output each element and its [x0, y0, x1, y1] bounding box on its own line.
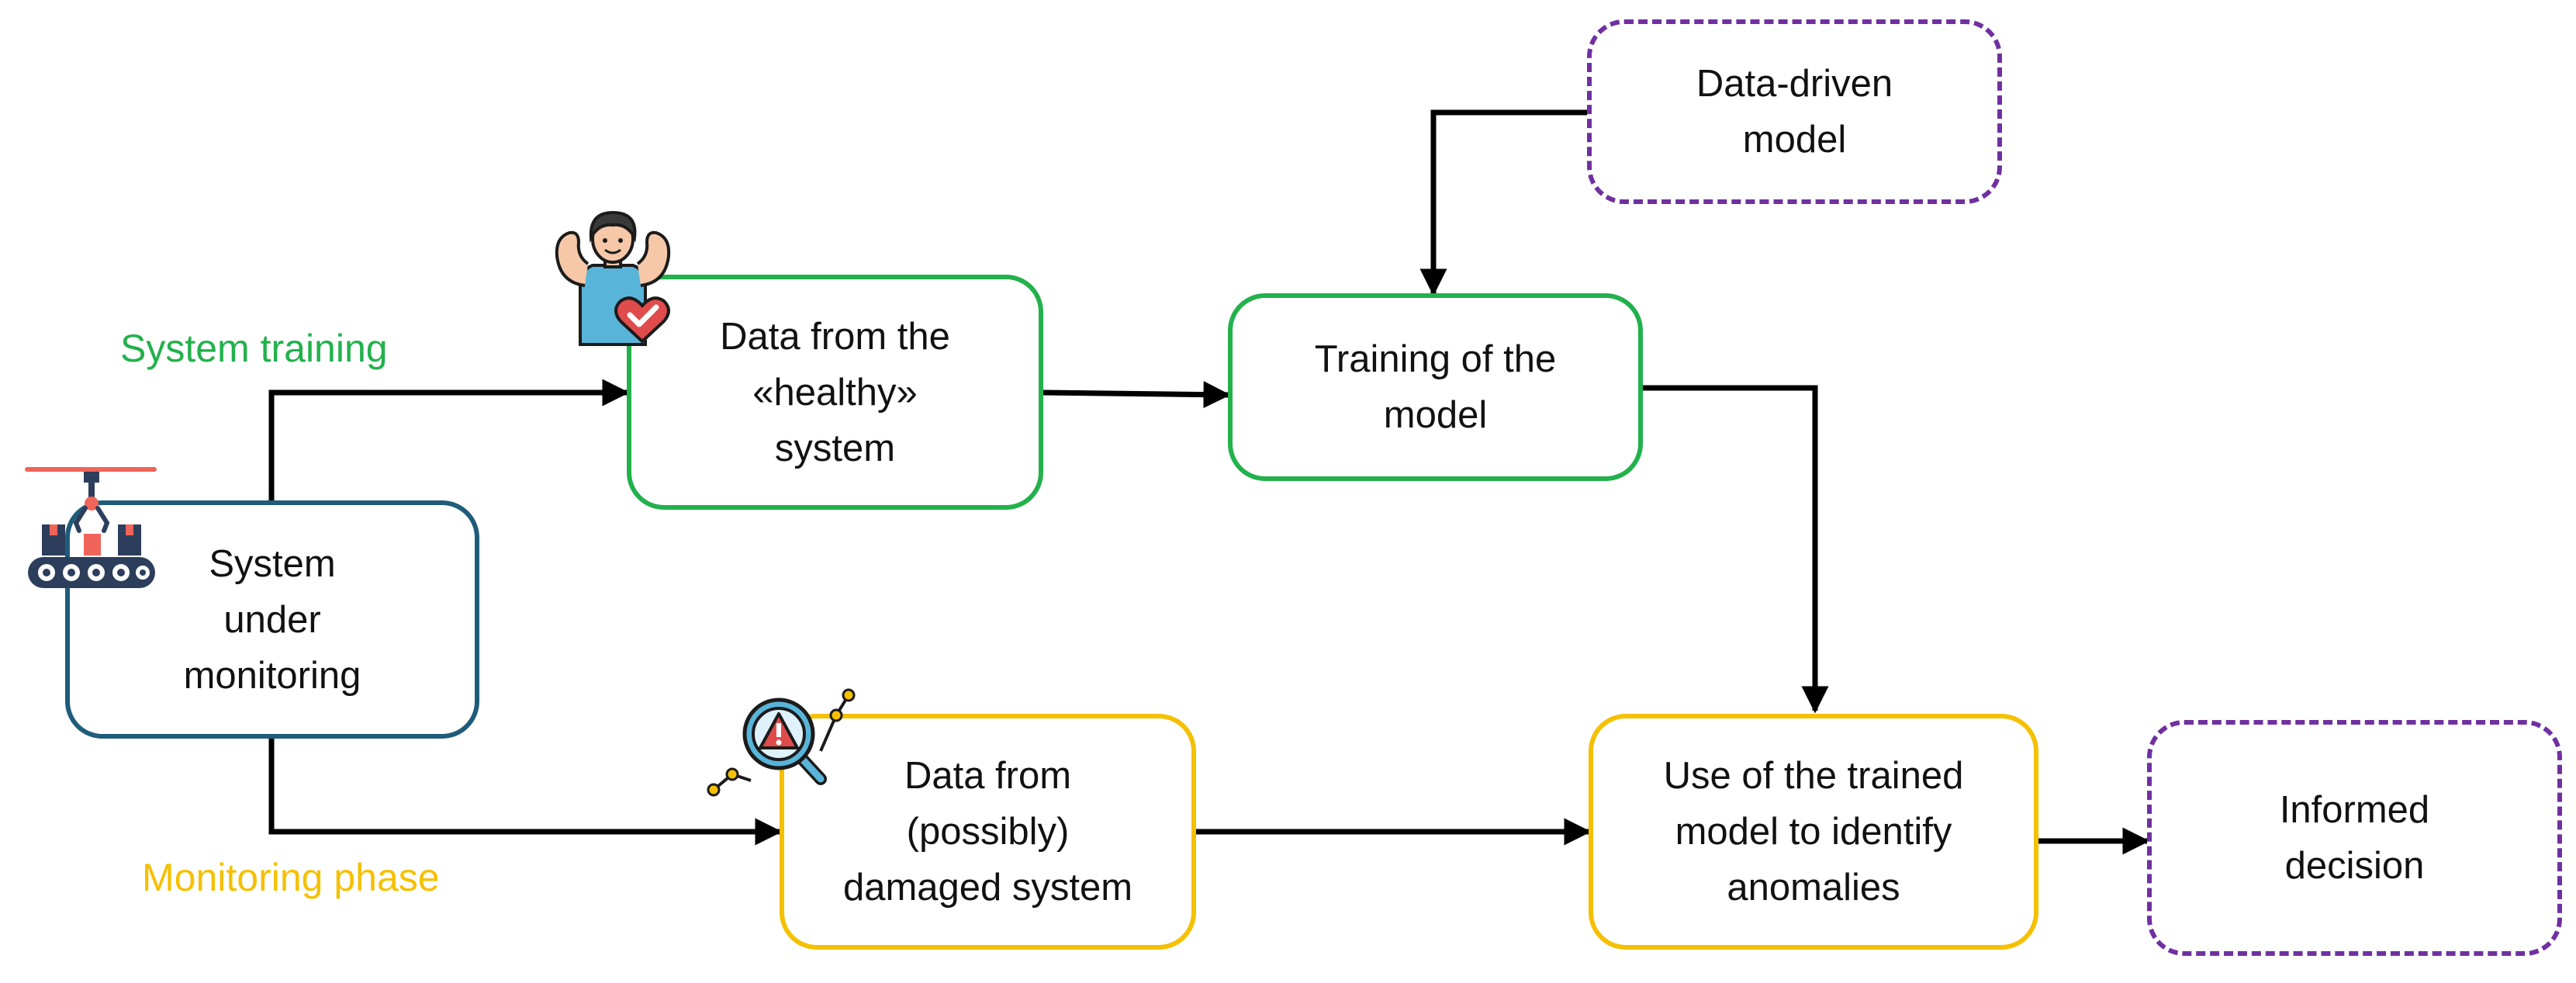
healthy-data-box: Data from the «healthy» system: [627, 275, 1043, 510]
data-driven-model-box: Data-driven model: [1587, 19, 2002, 204]
informed-decision-box: Informed decision: [2147, 720, 2562, 956]
system-under-monitoring-label: System under monitoring: [183, 542, 361, 697]
conveyor-robot-arm-icon: [25, 467, 157, 588]
system-under-monitoring-box: System under monitoring: [65, 500, 479, 739]
trained-model-use-box: Use of the trained model to identify ano…: [1589, 714, 2038, 950]
data-driven-model-label: Data-driven model: [1696, 63, 1893, 161]
healthy-person-heart-icon: [555, 210, 671, 346]
arrow-model-to-training: [1419, 109, 1587, 296]
trained-model-use-label: Use of the trained model to identify ano…: [1663, 755, 1964, 909]
arrow-system-to-damaged-data: [268, 739, 783, 846]
informed-decision-label: Informed decision: [2279, 789, 2430, 887]
magnifier-warning-chart-icon: [707, 688, 856, 797]
damaged-data-box: Data from (possibly) damaged system: [780, 714, 1196, 950]
damaged-data-label: Data from (possibly) damaged system: [842, 755, 1133, 909]
healthy-data-label: Data from the «healthy» system: [720, 315, 950, 469]
arrow-training-to-use: [1643, 385, 1829, 714]
training-label: Training of the model: [1314, 338, 1557, 436]
arrow-healthy-data-to-training: [1043, 381, 1231, 409]
training-box: Training of the model: [1228, 293, 1643, 481]
arrow-system-to-healthy-data: [268, 379, 630, 500]
system-training-label: System training: [120, 327, 388, 370]
monitoring-phase-label: Monitoring phase: [142, 856, 440, 899]
